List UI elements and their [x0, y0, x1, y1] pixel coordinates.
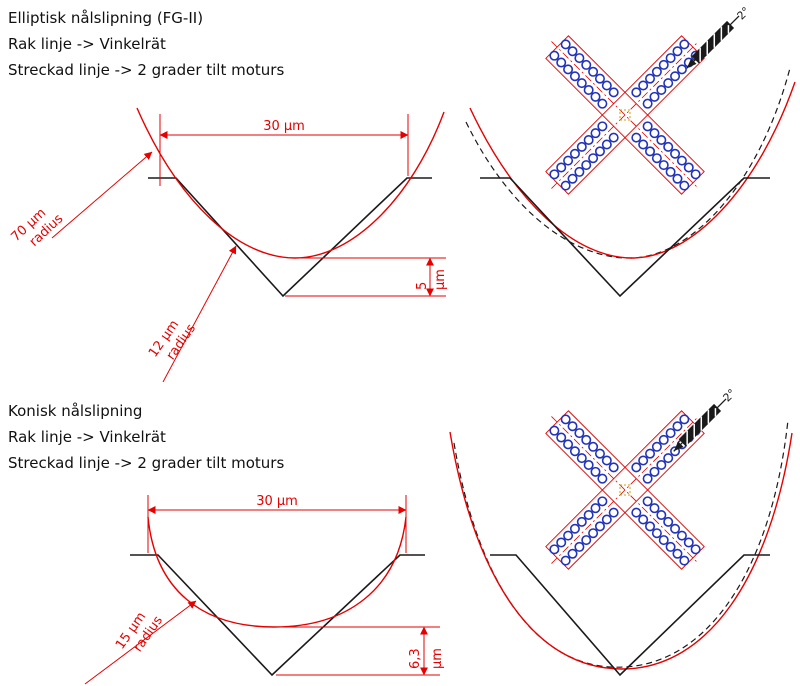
v-groove-outline — [490, 554, 770, 677]
coil-cross-pattern — [539, 29, 711, 201]
width-dimension: 30 µm — [159, 114, 409, 186]
tilted-stylus-curve-dashed — [465, 67, 791, 259]
depth-unit: µm — [430, 648, 445, 669]
elliptical-legend-line2: Streckad linje -> 2 grader tilt moturs — [8, 61, 285, 79]
v-groove-outline — [148, 177, 432, 298]
conical-stylus-curve — [147, 516, 407, 628]
straight-stylus-curve — [449, 431, 793, 670]
elliptical-title: Elliptisk nålslipning (FG-II) — [8, 9, 204, 27]
tilt-angle-label: 2° — [735, 5, 753, 23]
elliptical-tilt-diagram: 2° — [465, 5, 796, 298]
depth-value: 5 — [415, 282, 430, 290]
tip-radius-callout: 12 µm radius — [146, 245, 237, 383]
conical-legend-line2: Streckad linje -> 2 grader tilt moturs — [8, 454, 285, 472]
conical-profile-diagram: 30 µm 15 µm radius 6,3 µm — [84, 494, 445, 685]
tilted-stylus-curve-dashed — [453, 419, 789, 668]
coil-cross-pattern — [539, 404, 711, 576]
tilt-axis-marker — [682, 11, 744, 73]
elliptical-stylus-curve — [136, 107, 445, 259]
straight-stylus-curve — [469, 81, 796, 259]
elliptical-legend-line1: Rak linje -> Vinkelrät — [8, 35, 166, 53]
v-groove-outline — [480, 177, 770, 298]
conical-title: Konisk nålslipning — [8, 402, 143, 420]
conical-tilt-diagram: 2° — [449, 387, 793, 677]
depth-value: 6,3 — [408, 648, 423, 669]
depth-dimension: 5 µm — [285, 257, 448, 297]
conical-legend: Konisk nålslipning Rak linje -> Vinkelrä… — [8, 398, 284, 476]
width-dimension-label: 30 µm — [263, 119, 305, 134]
depth-unit: µm — [433, 269, 448, 290]
width-dimension-label: 30 µm — [256, 494, 298, 509]
v-groove-outline — [130, 554, 425, 677]
depth-dimension: 6,3 µm — [276, 626, 445, 676]
major-radius-callout: 70 µm radius — [8, 151, 153, 250]
conical-legend-line1: Rak linje -> Vinkelrät — [8, 428, 166, 446]
elliptical-profile-diagram: 30 µm 70 µm radius 12 µm radius 5 µm — [8, 107, 448, 383]
tip-radius-callout: 15 µm radius — [84, 600, 197, 685]
elliptical-legend: Elliptisk nålslipning (FG-II) Rak linje … — [8, 5, 284, 83]
width-dimension: 30 µm — [147, 494, 407, 553]
